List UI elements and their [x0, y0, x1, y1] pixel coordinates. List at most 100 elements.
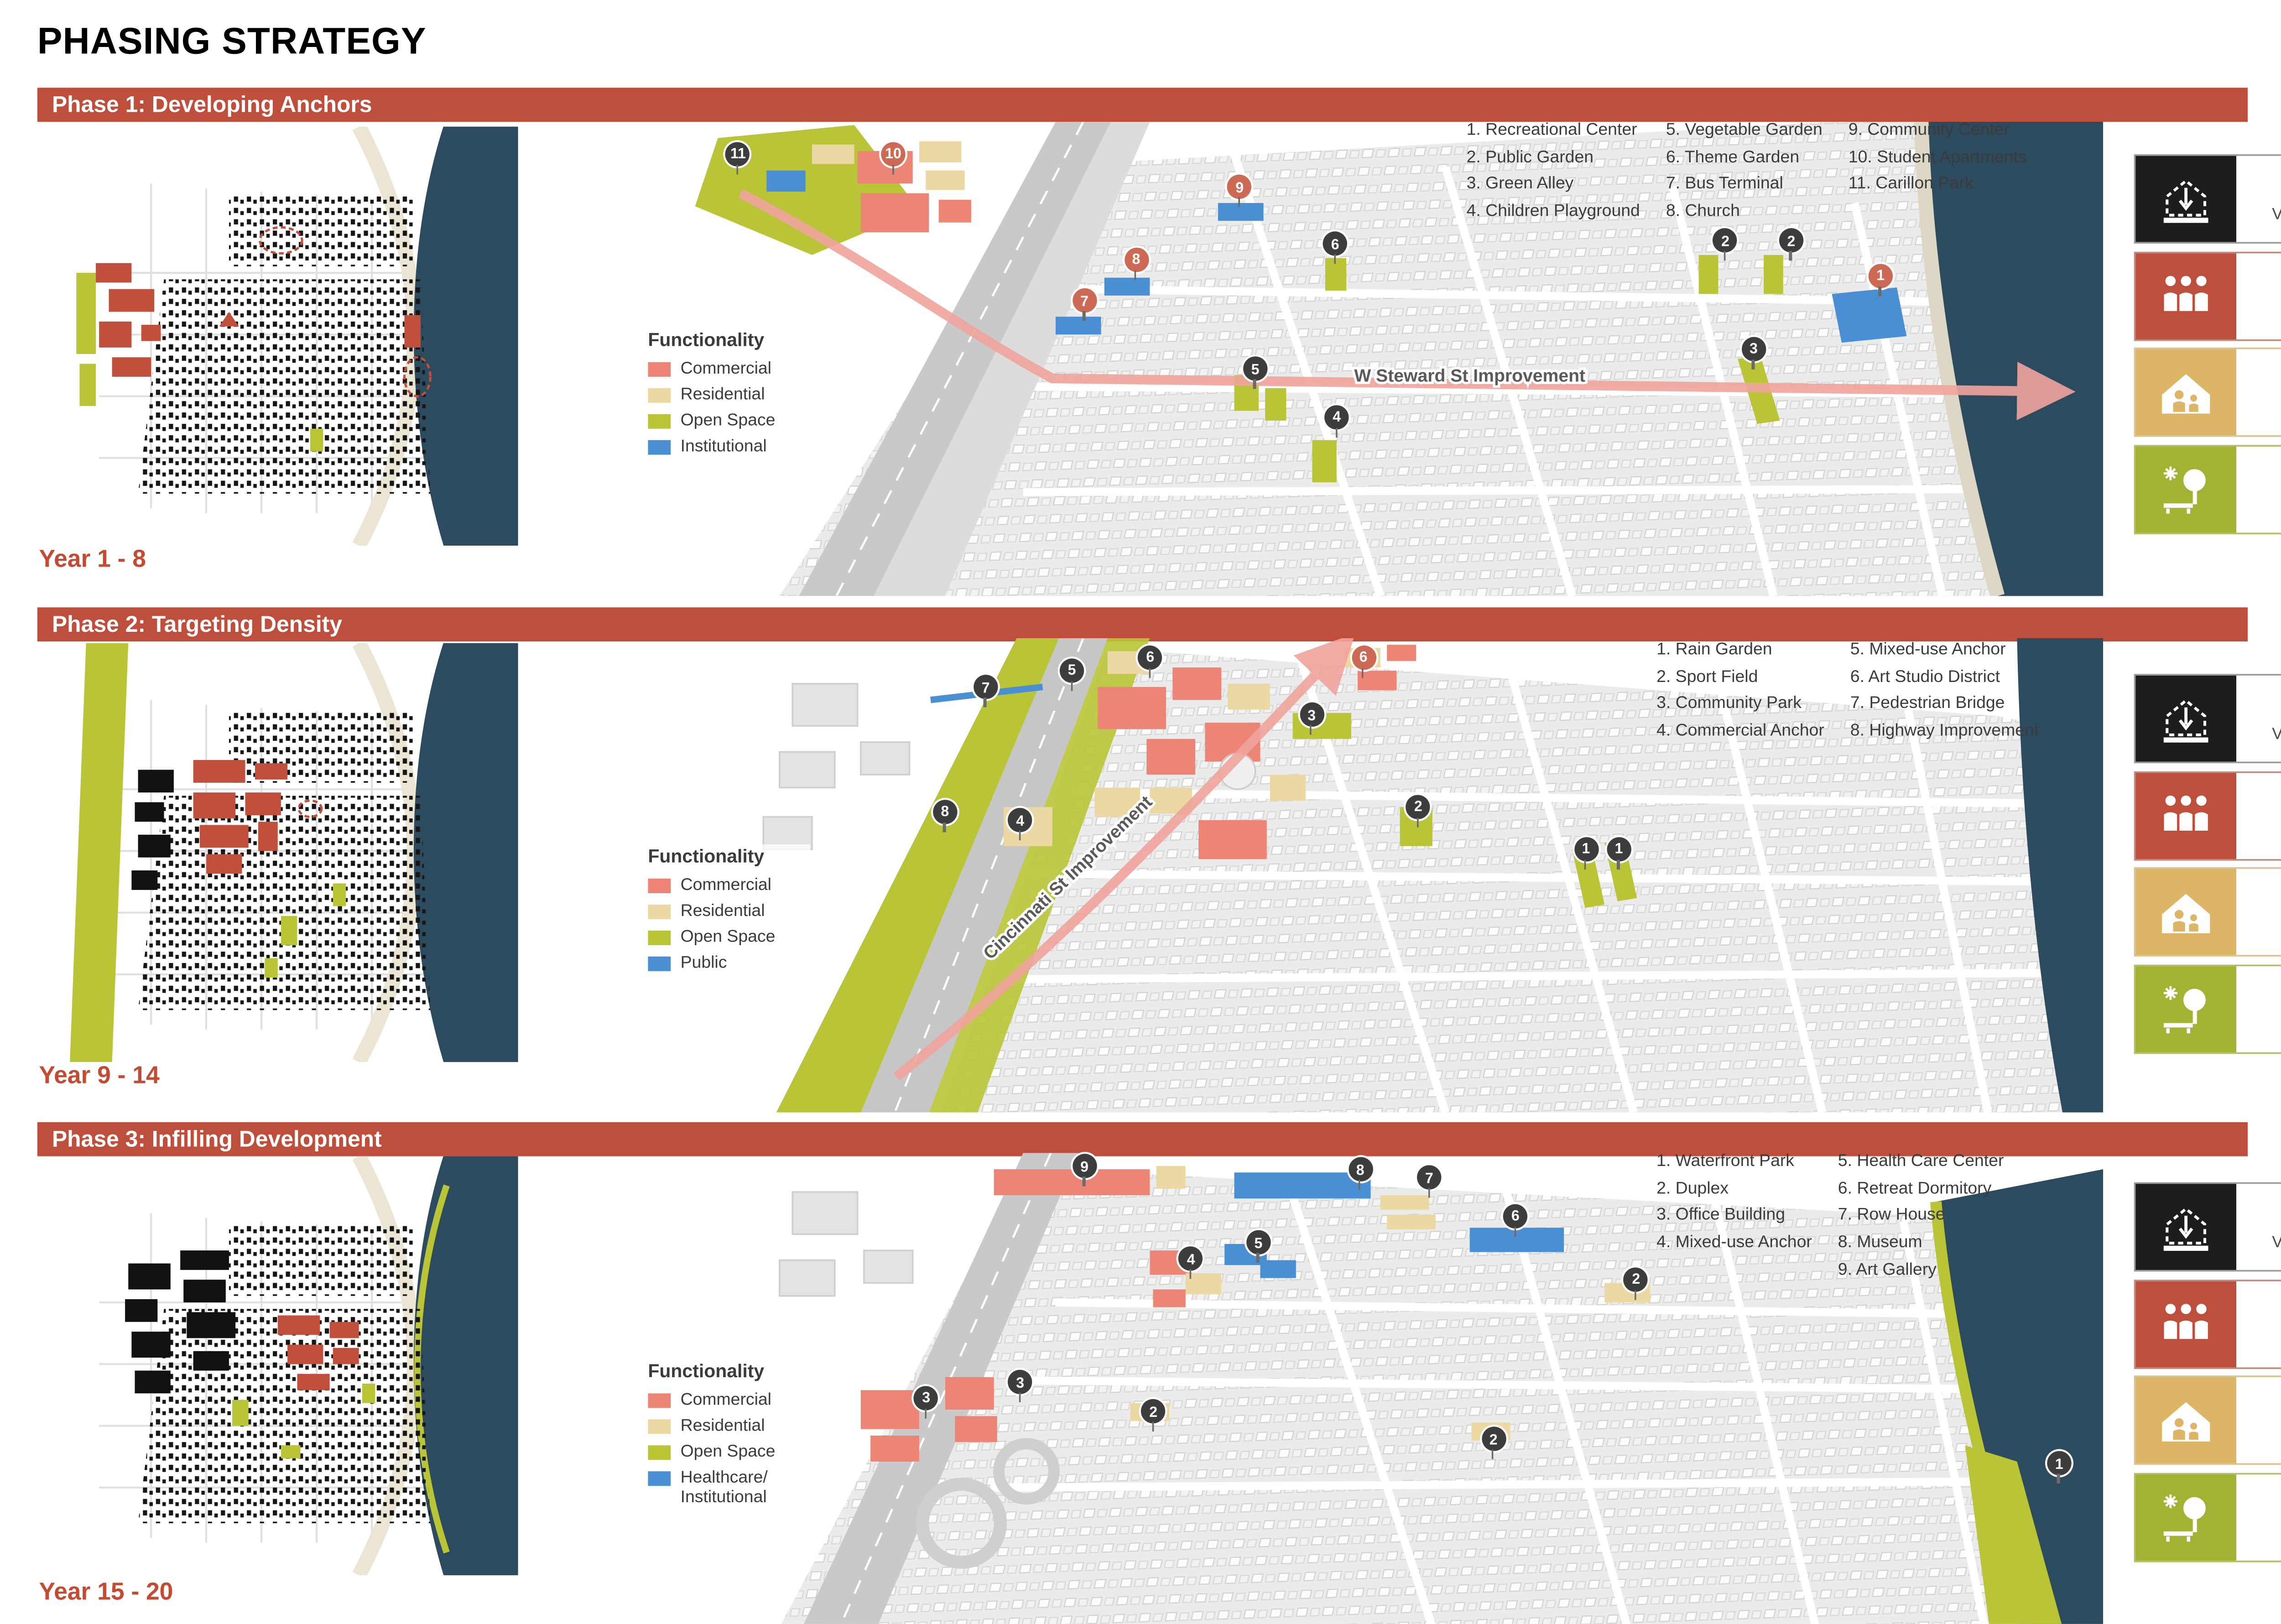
phase1-banner: Phase 1: Developing Anchors: [37, 88, 2248, 122]
stat-new-jobs: 287 New Jobs Created: [2134, 770, 2281, 860]
functionality-label: Commercial: [680, 1390, 772, 1410]
functionality-label: Open Space: [680, 1442, 776, 1462]
phase1-years: Year 1 - 8: [39, 546, 146, 573]
stat-caption: Vacant Lands Regenerated: [2272, 1235, 2281, 1253]
annotation-triangle: [219, 312, 239, 327]
functionality-label: Residential: [680, 1416, 765, 1436]
street-improvement-label: W Steward St Improvement: [1354, 366, 1585, 386]
phase2-banner-label: Phase 2: Targeting Density: [52, 610, 343, 637]
map-marker-8: 8: [1348, 1157, 1373, 1190]
map-marker-4: 4: [1178, 1247, 1203, 1280]
phase3-years: Year 15 - 20: [39, 1578, 173, 1606]
phase2-banner: Phase 2: Targeting Density: [37, 607, 2248, 642]
stat-caption: Vacant Lands Regenerated: [2272, 726, 2281, 745]
anchor-buildings: [1055, 203, 1907, 483]
vacant-lands-icon: [2135, 156, 2236, 242]
legend-item: 1. Rain Garden: [1656, 640, 1772, 660]
map-marker-8: 8: [1124, 247, 1149, 280]
functionality-label: Institutional: [680, 437, 767, 457]
phase3-stats: 19.49 ac Vacant Lands Regenerated 215 Ne…: [2134, 1182, 2281, 1562]
public-swatch: [648, 956, 671, 971]
phase1-built: [131, 770, 174, 890]
legend-item: 9. Art Gallery: [1838, 1259, 1937, 1279]
open-space-swatch: [648, 930, 671, 945]
phase1-stats: 20.05 ac Vacant Lands Regenerated 134 Ne…: [2134, 154, 2281, 534]
ground: [779, 121, 2095, 596]
existing-buildings: [138, 195, 431, 494]
map-marker-3: 3: [914, 1386, 938, 1419]
street-improvement-route: [738, 189, 2076, 421]
legend-item: 3. Community Park: [1656, 693, 1802, 713]
map-marker-9: 9: [1227, 174, 1252, 207]
stat-housing-units: 86 Housing Units Created: [2134, 1375, 2281, 1465]
legend-item: 2. Sport Field: [1656, 666, 1758, 687]
map-marker-7: 7: [1417, 1165, 1442, 1198]
phase1-banner-label: Phase 1: Developing Anchors: [52, 91, 372, 117]
public-spaces-icon: [2135, 1473, 2236, 1560]
phase2-years: Year 9 - 14: [39, 1062, 160, 1090]
map-marker-6: 6: [1323, 231, 1348, 264]
stat-caption: Vacant Lands Regenerated: [2272, 207, 2281, 225]
ground: [778, 1169, 2104, 1624]
mixed-use-cluster: [1094, 651, 1306, 859]
functionality-label: Open Space: [680, 927, 776, 947]
functionality-title: Functionality: [648, 848, 765, 867]
residential-swatch: [648, 1418, 671, 1433]
phase2-key-legend: 1. Rain Garden 2. Sport Field 3. Communi…: [1656, 640, 2039, 742]
healthcare-institutional-swatch: [648, 1471, 671, 1486]
existing-buildings: [138, 711, 431, 1010]
public-spaces-icon: [2135, 965, 2236, 1052]
legend-item: 4. Children Playground: [1466, 201, 1640, 221]
map-marker-1: 1: [1573, 837, 1599, 870]
map-marker-1: 1: [1868, 264, 1893, 297]
housing-units-icon: [2135, 349, 2236, 436]
river: [413, 633, 525, 1072]
map-marker-6: 6: [1503, 1203, 1528, 1236]
river: [413, 117, 525, 556]
map-marker-9: 9: [1072, 1154, 1097, 1187]
phase3-key-legend: 1. Waterfront Park 2. Duplex 3. Office B…: [1656, 1151, 2004, 1280]
map-marker-4: 4: [1324, 405, 1349, 438]
map-marker-2: 2: [1713, 228, 1738, 261]
public-spaces-icon: [2135, 446, 2236, 532]
stat-vacant-lands: 16.86 ac Vacant Lands Regenerated: [2134, 674, 2281, 764]
map-marker-2: 2: [1779, 228, 1804, 261]
legend-item: 8. Church: [1666, 201, 1740, 221]
legend-item: 2. Public Garden: [1466, 147, 1594, 167]
functionality-label: Public: [680, 953, 727, 973]
legend-item: 11. Carillon Park: [1848, 174, 1974, 194]
streets: [1007, 653, 2095, 1113]
legend-item: 3. Green Alley: [1466, 174, 1574, 194]
phase2-stats: 16.86 ac Vacant Lands Regenerated 287 Ne…: [2134, 674, 2281, 1053]
map-marker-2: 2: [1624, 1267, 1649, 1300]
legend-item: 8. Highway Improvement: [1850, 721, 2039, 740]
phase3-functionality-legend: Functionality Commercial Residential Ope…: [645, 1359, 811, 1518]
map-marker-3: 3: [1741, 337, 1766, 370]
open-space-swatch: [648, 413, 671, 428]
functionality-label: Open Space: [680, 411, 776, 431]
streets: [990, 1165, 2095, 1624]
functionality-label: Commercial: [680, 359, 772, 379]
legend-item: 4. Commercial Anchor: [1656, 721, 1824, 740]
phase1-plan-map: [37, 117, 525, 556]
street-improvement-route: [893, 638, 1355, 1081]
river: [1930, 1169, 2104, 1624]
campus-west: [778, 1191, 914, 1297]
phase2-functionality-legend: Functionality Commercial Residential Ope…: [645, 844, 811, 983]
institutional-swatch: [648, 439, 671, 454]
phase1-functionality-legend: Functionality Commercial Residential Ope…: [645, 328, 811, 467]
legend-item: 1. Recreational Center: [1466, 120, 1637, 140]
legend-item: 7. Row House: [1838, 1205, 1945, 1225]
legend-item: 3. Office Building: [1656, 1205, 1785, 1225]
river: [1914, 121, 2104, 596]
map-marker-4: 4: [1008, 808, 1032, 841]
legend-item: 5. Health Care Center: [1838, 1151, 2004, 1171]
legend-item: 8. Museum: [1838, 1232, 1922, 1252]
commercial-swatch: [648, 361, 671, 376]
new-open-space: [265, 883, 346, 978]
